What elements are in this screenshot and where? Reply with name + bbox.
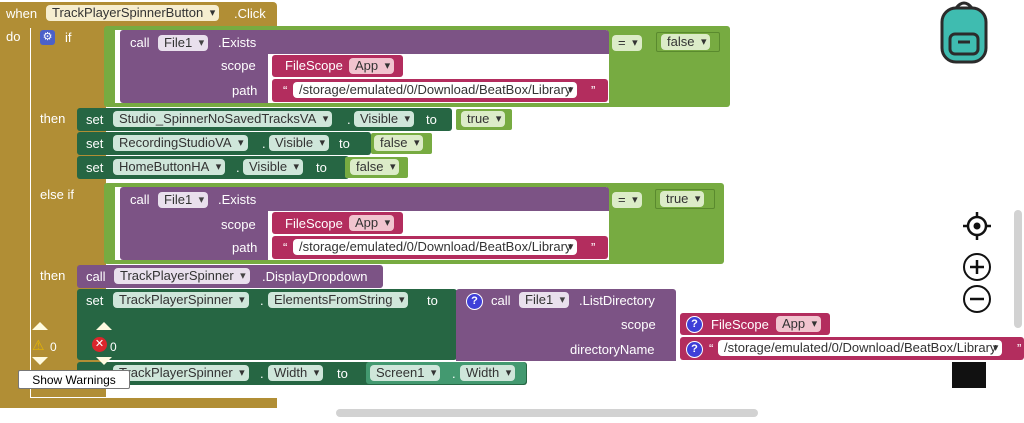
set-label-4: set [86,293,104,308]
bool-dropdown-2[interactable]: false [374,135,424,151]
scope-label-2: scope [221,217,256,232]
set-component-dropdown-2[interactable]: RecordingStudioVA [113,135,248,151]
dot-2: . [262,136,266,151]
dot-3: . [236,160,240,175]
set-prop-dropdown-3[interactable]: Visible [243,159,304,175]
set-label-2: set [86,136,104,151]
set-component-dropdown-3[interactable]: HomeButtonHA [113,159,226,175]
if-label: if [65,30,72,45]
set-component-dropdown-4[interactable]: TrackPlayerSpinner [113,292,249,308]
file1-dropdown-2[interactable]: File1 [158,192,209,208]
help-icon-3[interactable]: ? [686,341,703,358]
path-open-quote-1: “ [283,83,288,98]
then-label-1: then [40,111,66,126]
set-label-1: set [86,112,104,127]
event-block-body [0,26,30,408]
help-icon[interactable]: ? [466,293,483,310]
filescope-label-3: FileScope [711,317,769,332]
to-label-2: to [339,136,350,151]
warning-nav-down[interactable] [32,357,48,365]
call-label-3: call [86,269,106,284]
display-dropdown-method: .DisplayDropdown [262,269,368,284]
to-label-1: to [426,112,437,127]
path-text-field-1[interactable]: /storage/emulated/0/Download/BeatBox/Lib… [293,82,578,98]
file1-dropdown-3[interactable]: File1 [519,292,570,308]
dot-5: . [260,366,264,381]
horizontal-scrollbar[interactable] [336,409,758,417]
gear-icon[interactable]: ⚙ [40,30,55,45]
error-icon: ✕ [92,337,107,352]
warning-icon: ⚠ [32,337,45,353]
directory-name-label: directoryName [570,342,655,357]
dot-1: . [347,112,351,127]
path-label-2: path [232,240,258,255]
call-label-2: call [130,192,150,207]
set-prop-dropdown-4[interactable]: ElementsFromString [268,292,409,308]
dir-close-quote: ” [1017,341,1022,356]
warning-count: 0 [50,340,57,354]
bool-dropdown-1[interactable]: true [461,111,506,127]
dir-text-field[interactable]: /storage/emulated/0/Download/BeatBox/Lib… [718,340,1003,356]
crosshair-icon[interactable] [962,211,992,241]
filescope-value-dropdown-3[interactable]: App [776,316,822,332]
call-label-4: call [491,293,511,308]
bool-dropdown-3[interactable]: false [350,159,400,175]
trash-can[interactable] [952,362,986,388]
path-close-quote-2: ” [591,240,596,255]
list-directory-block-ext [456,313,676,361]
to-label-4: to [427,293,438,308]
when-label: when [6,6,38,21]
error-nav-up[interactable] [96,322,112,330]
dir-open-quote: “ [709,341,714,356]
set-component-dropdown-1[interactable]: Studio_SpinnerNoSavedTracksVA [113,111,333,127]
call-label-1: call [130,35,150,50]
set-component-dropdown-5[interactable]: TrackPlayerSpinner [113,365,249,381]
error-count: 0 [110,340,117,354]
set-prop-dropdown-2[interactable]: Visible [269,135,330,151]
path-label-1: path [232,83,258,98]
vertical-scrollbar[interactable] [1014,210,1022,328]
set-label-3: set [86,160,104,175]
backpack-icon[interactable] [938,0,990,64]
path-open-quote-2: “ [283,240,288,255]
file1-dropdown-1[interactable]: File1 [158,35,209,51]
event-block-bottom [0,398,277,408]
path-text-field-2[interactable]: /storage/emulated/0/Download/BeatBox/Lib… [293,239,578,255]
to-label-5: to [337,366,348,381]
else-if-label: else if [40,187,74,202]
zoom-out-icon[interactable] [962,284,992,314]
show-warnings-button[interactable]: Show Warnings [18,370,130,389]
event-component-dropdown[interactable]: TrackPlayerSpinnerButton [46,5,220,21]
dot-4: . [260,293,264,308]
warning-nav-up[interactable] [32,322,48,330]
compare-value-dropdown-1[interactable]: false [661,34,711,50]
do-label: do [6,29,21,44]
screen-prop-dropdown[interactable]: Width [460,365,516,381]
set-prop-dropdown-1[interactable]: Visible [354,111,415,127]
spinner-dropdown-1[interactable]: TrackPlayerSpinner [114,268,250,284]
filescope-label-1: FileScope [285,58,343,73]
set-prop-dropdown-5[interactable]: Width [268,365,324,381]
event-name-label: .Click [234,6,266,21]
error-nav-down[interactable] [96,357,112,365]
zoom-in-icon[interactable] [962,252,992,282]
compare-operator-dropdown-1[interactable]: = [612,35,642,51]
filescope-value-dropdown-1[interactable]: App [349,58,395,74]
compare-value-dropdown-2[interactable]: true [660,191,705,207]
screen-dropdown[interactable]: Screen1 [370,365,441,381]
filescope-label-2: FileScope [285,216,343,231]
help-icon-2[interactable]: ? [686,316,703,333]
filescope-value-dropdown-2[interactable]: App [349,215,395,231]
scope-label-3: scope [621,317,656,332]
then-label-2: then [40,268,66,283]
to-label-3: to [316,160,327,175]
path-close-quote-1: ” [591,83,596,98]
exists-method-label-2: .Exists [218,192,257,207]
list-directory-method: .ListDirectory [579,293,655,308]
exists-method-label-1: .Exists [218,35,257,50]
compare-operator-dropdown-2[interactable]: = [612,192,642,208]
dot-6: . [452,366,456,381]
scope-label-1: scope [221,58,256,73]
